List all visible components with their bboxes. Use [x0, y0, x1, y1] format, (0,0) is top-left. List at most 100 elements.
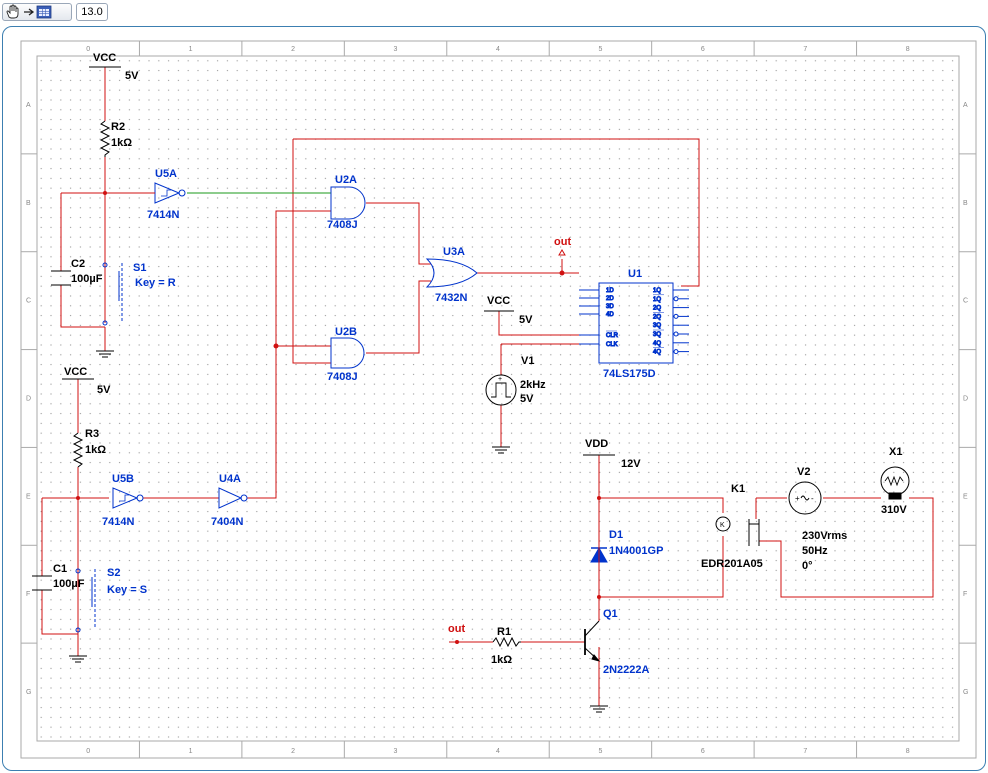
v1-clock-source[interactable]: +: [485, 374, 517, 406]
r3-name: R3: [85, 428, 99, 440]
vcc3-value: 5V: [519, 314, 533, 326]
u1-pin-label: 4Q: [653, 350, 661, 356]
d1-name: D1: [609, 529, 623, 541]
border-column-label: 4: [496, 46, 500, 53]
border-row-label: A: [963, 102, 968, 109]
svg-text:-: -: [811, 494, 814, 503]
r1-resistor[interactable]: [492, 636, 521, 648]
out-probe-1[interactable]: [558, 249, 566, 256]
s2-key: Key = S: [107, 584, 147, 596]
s1-switch[interactable]: [102, 262, 123, 326]
r3-value: 1kΩ: [85, 444, 106, 456]
border-row-label: B: [963, 200, 968, 207]
c1-capacitor[interactable]: [32, 575, 52, 591]
u5b-schmitt-inverter[interactable]: [112, 487, 144, 509]
vcc2-value: 5V: [97, 384, 111, 396]
u2b-and-gate[interactable]: [330, 337, 365, 369]
u1-pin-label: 3Q: [653, 332, 661, 338]
v2-ac-source[interactable]: + -: [788, 481, 822, 515]
vdd-name: VDD: [585, 438, 608, 450]
r3-resistor[interactable]: [72, 432, 84, 468]
hand-pan-icon[interactable]: [6, 4, 19, 19]
d1-part: 1N4001GP: [609, 545, 663, 557]
border-column-label: 4: [496, 748, 500, 755]
vcc1-value: 5V: [125, 70, 139, 82]
u1-part: 74LS175D: [603, 368, 656, 380]
border-column-label: 5: [598, 46, 602, 53]
border-column-label: 3: [394, 46, 398, 53]
s2-name: S2: [107, 567, 120, 579]
x1-lamp[interactable]: [880, 466, 910, 500]
u2a-and-gate[interactable]: [330, 186, 366, 220]
vcc2-name: VCC: [64, 366, 87, 378]
svg-text:+: +: [498, 376, 502, 383]
u5a-name: U5A: [155, 168, 177, 180]
vdd-value: 12V: [621, 458, 641, 470]
arrow-right-icon[interactable]: [24, 8, 35, 16]
border-column-label: 6: [701, 748, 705, 755]
ground-v1: [492, 446, 510, 454]
u1-pin-label: 4Q: [653, 341, 661, 347]
u2b-part: 7408J: [327, 371, 358, 383]
u1-pin-label: 1Q: [653, 297, 661, 303]
v2-phase: 0°: [802, 560, 813, 572]
u1-pin-label: 2Q: [653, 306, 661, 312]
c2-capacitor[interactable]: [51, 270, 71, 286]
border-column-label: 3: [394, 748, 398, 755]
c1-name: C1: [53, 563, 67, 575]
vcc3-name: VCC: [487, 295, 510, 307]
c2-name: C2: [71, 258, 85, 270]
u5b-part: 7414N: [102, 516, 134, 528]
c1-value: 100µF: [53, 578, 85, 590]
s1-name: S1: [133, 262, 146, 274]
border-column-label: 5: [598, 748, 602, 755]
border-row-label: G: [963, 689, 968, 696]
border-row-label: D: [963, 396, 968, 403]
r2-value: 1kΩ: [111, 137, 132, 149]
ground-q1: [590, 705, 608, 713]
k1-part: EDR201A05: [701, 558, 763, 570]
spreadsheet-icon[interactable]: [36, 5, 52, 19]
u1-pin-label: CLK: [606, 342, 618, 348]
k1-relay[interactable]: K: [715, 516, 760, 546]
v2-frequency: 50Hz: [802, 545, 828, 557]
border-row-label: B: [26, 200, 31, 207]
u3a-name: U3A: [443, 246, 465, 258]
border-row-label: E: [963, 493, 968, 500]
zoom-level[interactable]: 13.0: [76, 3, 108, 21]
border-column-label: 6: [701, 46, 705, 53]
border-column-label: 7: [803, 46, 807, 53]
s1-key: Key = R: [135, 277, 176, 289]
vcc1-name: VCC: [93, 52, 116, 64]
q1-name: Q1: [603, 608, 618, 620]
u3a-or-gate[interactable]: [425, 258, 478, 288]
u1-pin-label: 2D: [606, 296, 614, 302]
border-column-label: 1: [189, 748, 193, 755]
v2-voltage: 230Vrms: [802, 530, 847, 542]
s2-switch[interactable]: [75, 568, 96, 633]
q1-part: 2N2222A: [603, 664, 650, 676]
u5a-part: 7414N: [147, 209, 179, 221]
u4a-name: U4A: [219, 473, 241, 485]
out-probe-2[interactable]: [455, 640, 459, 644]
ground-1: [96, 350, 114, 358]
border-column-label: 0: [86, 748, 90, 755]
border-column-label: 2: [291, 46, 295, 53]
out2-label: out: [448, 623, 465, 635]
u5a-schmitt-inverter[interactable]: [141, 182, 186, 204]
v1-name: V1: [521, 355, 534, 367]
u1-pin-label: 4D: [606, 312, 614, 318]
v2-name: V2: [797, 466, 810, 478]
u3a-part: 7432N: [435, 292, 467, 304]
u1-pin-label: 3D: [606, 304, 614, 310]
r1-value: 1kΩ: [491, 654, 512, 666]
q1-transistor[interactable]: [584, 616, 601, 706]
r2-resistor[interactable]: [99, 120, 111, 157]
r2-name: R2: [111, 121, 125, 133]
u4a-inverter[interactable]: [218, 487, 248, 509]
d1-diode[interactable]: [590, 541, 608, 563]
